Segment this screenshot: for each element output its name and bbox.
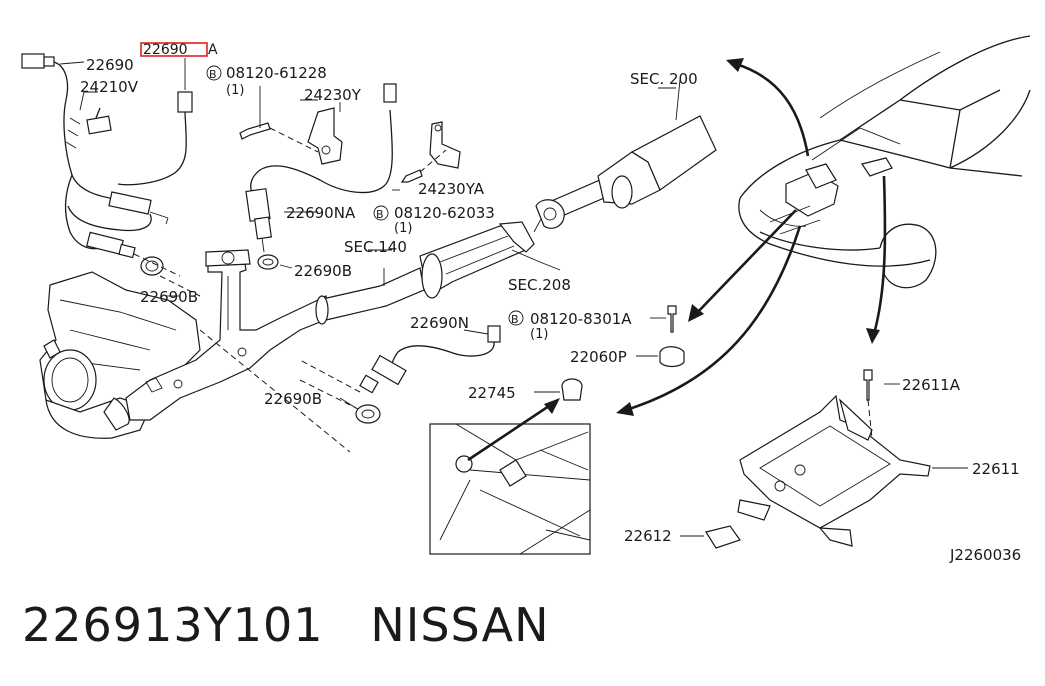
clip-22612 (680, 525, 741, 549)
leader-lines (59, 61, 676, 297)
gasket-22690b-center (257, 254, 293, 270)
bolt-marker-b3-icon (508, 310, 524, 326)
label-22611: 22611 (972, 460, 1020, 478)
oxygen-sensor-22690na (245, 83, 397, 253)
oxygen-sensor-harness-22690 (21, 53, 169, 259)
bracket-24230y (307, 102, 343, 165)
bolt-marker-b: B (209, 68, 217, 81)
label-22611a: 22611A (902, 376, 961, 394)
gasket-22690b-lower (199, 329, 381, 453)
label-08120-61228-qty: (1) (226, 83, 244, 98)
label-22690b-center: 22690B (294, 262, 352, 280)
rear-pipe-sec200 (535, 79, 717, 229)
label-sec140: SEC.140 (344, 238, 407, 256)
label-24210v: 24210V (80, 78, 139, 96)
center-pipe-sec140 (315, 205, 549, 325)
label-22690: 22690 (86, 56, 134, 74)
bolt-marker-b2-icon (373, 205, 389, 221)
knock-sensor-22060p (636, 305, 685, 368)
label-08120-62033-qty: (1) (394, 221, 412, 236)
ecm-bracket-22611 (737, 369, 968, 547)
part-labels: 22690 22690 A 24210V B 08120-61228 (1) 2… (80, 42, 1021, 564)
clip-24210v (86, 107, 112, 135)
vehicle-outline (738, 35, 1031, 289)
bolt-marker-b3: B (511, 313, 519, 326)
label-22745: 22745 (468, 384, 516, 402)
label-22690na: 22690NA (286, 204, 356, 222)
label-22690b-left: 22690B (140, 288, 198, 306)
oxygen-sensor-22690n (299, 325, 501, 411)
bolt-marker-b2: B (376, 208, 384, 221)
caption-part-number: 226913Y101 (22, 598, 324, 652)
label-22690n: 22690N (410, 314, 469, 332)
label-08120-8301a-qty: (1) (530, 327, 548, 342)
label-24230ya: 24230YA (418, 180, 485, 198)
bolt-marker-b-icon (206, 65, 222, 81)
front-exhaust-pipe (103, 249, 331, 431)
caption-brand: NISSAN (370, 598, 550, 652)
drawing-code: J2260036 (949, 546, 1021, 564)
label-22060p: 22060P (570, 348, 627, 366)
label-08120-8301a: 08120-8301A (530, 310, 632, 328)
label-22612: 22612 (624, 527, 672, 545)
part-caption: 226913Y101 NISSAN (22, 598, 549, 652)
label-24230y: 24230Y (304, 86, 362, 104)
highlight-box (140, 42, 208, 57)
label-08120-62033: 08120-62033 (394, 204, 495, 222)
connector-22690a (117, 58, 193, 186)
bracket-24230ya (400, 121, 461, 183)
grommet-22745 (534, 378, 583, 401)
bolt-08120-61228 (239, 86, 319, 153)
callout-arrows (467, 58, 887, 462)
label-sec208: SEC.208 (508, 276, 571, 294)
label-22690a-suffix: A (208, 42, 218, 58)
detail-inset (429, 423, 591, 555)
label-22690b-lower: 22690B (264, 390, 322, 408)
exhaust-manifold (39, 271, 201, 439)
label-08120-61228: 08120-61228 (226, 64, 327, 82)
parts-diagram: 22690 22690 A 24210V B 08120-61228 (1) 2… (21, 35, 1031, 564)
gasket-22690b-left (133, 253, 201, 297)
label-22690-highlight: 22690 (143, 42, 188, 58)
label-sec200: SEC. 200 (630, 70, 698, 88)
